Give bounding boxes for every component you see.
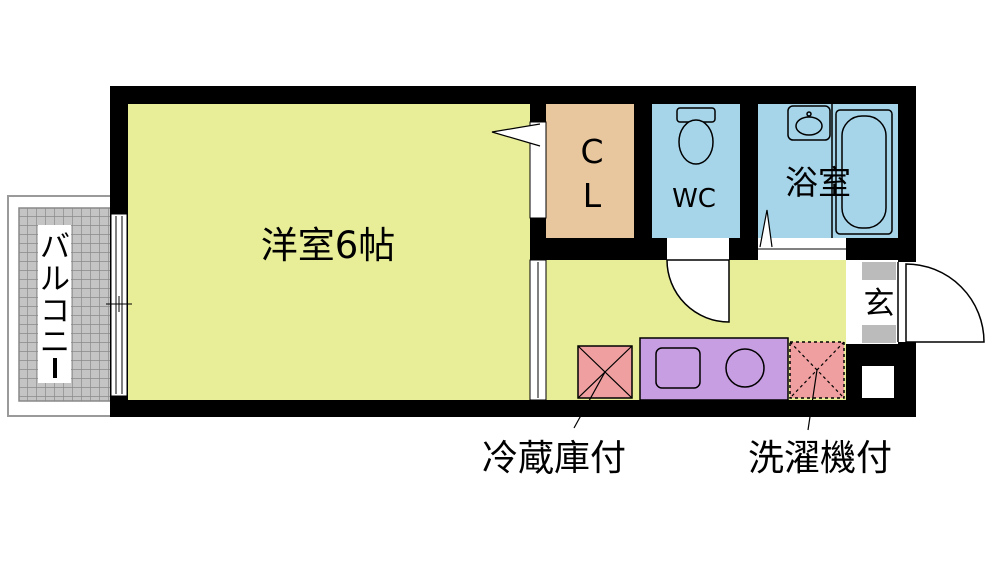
closet-label-c: C <box>580 132 603 171</box>
bath-door-swing <box>759 209 773 248</box>
entrance-door-swing <box>905 263 985 343</box>
shoe-box <box>862 366 894 398</box>
balcony-window <box>106 213 132 397</box>
entrance-label: 玄 <box>864 286 895 322</box>
closet-opening <box>529 121 547 219</box>
balcony-label-2: ル <box>40 262 70 297</box>
closet-door-swing <box>491 123 541 147</box>
balcony <box>7 195 113 417</box>
closet-label-l: L <box>583 176 602 215</box>
washer-leader <box>807 369 818 431</box>
bath-label: 浴室 <box>785 163 851 202</box>
kitchen-counter <box>639 337 789 401</box>
balcony-label-5 <box>53 358 57 378</box>
toilet-icon <box>676 107 716 165</box>
entrance-step-bottom <box>862 325 896 343</box>
wc-door-opening <box>667 238 729 260</box>
bathtub-icon <box>835 109 893 235</box>
closet-room <box>546 104 634 238</box>
wc-label: WC <box>672 184 716 214</box>
fridge-callout: 冷蔵庫付 <box>482 438 626 479</box>
fridge-leader <box>573 371 606 429</box>
balcony-label-4: ニ <box>40 325 70 360</box>
bath-room <box>758 104 898 238</box>
entrance-step-top <box>862 262 896 280</box>
western-room-label: 洋室6帖 <box>261 224 396 267</box>
wc-door-swing <box>666 259 730 323</box>
balcony-label-1: バ <box>40 230 70 265</box>
washer-callout: 洗濯機付 <box>748 438 892 479</box>
western-room <box>128 104 530 400</box>
washbasin-icon <box>787 105 831 141</box>
balcony-label-3: コ <box>40 294 70 329</box>
